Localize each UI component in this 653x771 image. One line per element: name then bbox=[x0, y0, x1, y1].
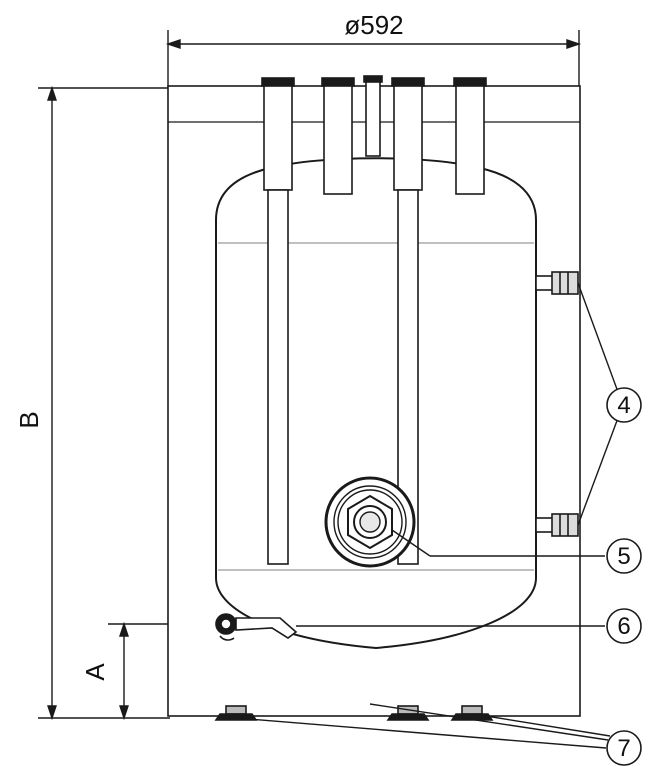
height-dimension-label: B bbox=[14, 411, 44, 428]
callout-5: 5 bbox=[606, 538, 642, 574]
flange-heater bbox=[324, 476, 416, 568]
width-dimension bbox=[165, 30, 582, 88]
callout-7: 7 bbox=[606, 730, 642, 766]
callout-4: 4 bbox=[606, 387, 642, 423]
callout-5-label: 5 bbox=[617, 543, 630, 570]
callout-7-label: 7 bbox=[617, 735, 630, 762]
callout-6: 6 bbox=[606, 608, 642, 644]
height-dimension bbox=[38, 85, 170, 721]
callout-4-label: 4 bbox=[617, 392, 630, 419]
callout-6-label: 6 bbox=[617, 613, 630, 640]
width-dimension-label: ø592 bbox=[344, 10, 403, 40]
top-pipes bbox=[261, 75, 487, 565]
offset-dimension-label: A bbox=[80, 663, 110, 681]
inner-tank bbox=[215, 157, 537, 650]
drain-valve bbox=[215, 613, 298, 641]
side-connections bbox=[535, 271, 579, 537]
leader-lines bbox=[235, 282, 619, 749]
